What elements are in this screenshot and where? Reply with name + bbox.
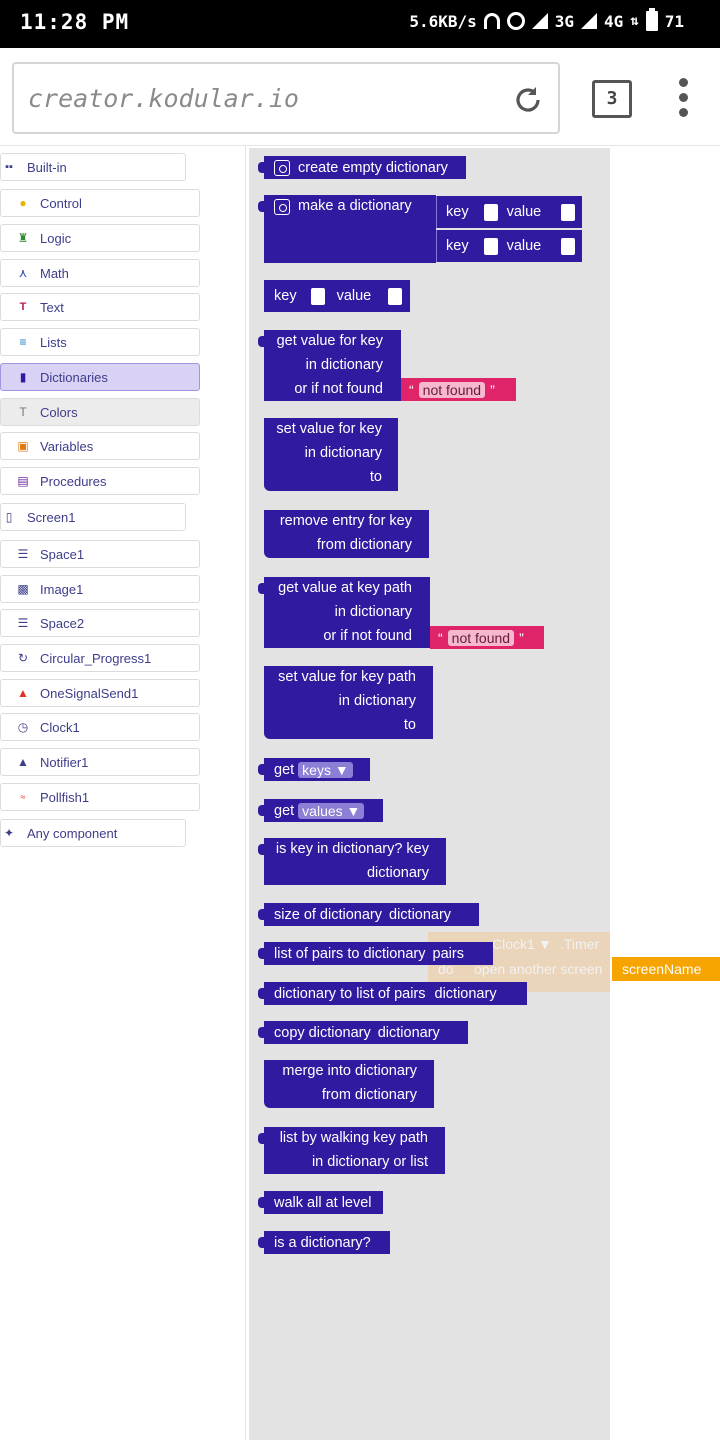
block-dictionary-to-list-of-pairs[interactable]: dictionary to list of pairs dictionary: [258, 982, 527, 1005]
image-icon: ▩: [17, 582, 29, 596]
procedures-icon: ▤: [17, 474, 29, 488]
block-set-value-for-key[interactable]: set value for key in dictionary to: [264, 418, 398, 491]
sidebar-any-component[interactable]: ✦ Any component: [0, 819, 186, 847]
lists-icon: ≡: [19, 335, 27, 349]
logic-icon: ♜: [17, 231, 29, 245]
stopwatch-icon: ◷: [17, 720, 29, 734]
keys-dropdown[interactable]: keys ▼: [298, 761, 353, 778]
block-pair-2[interactable]: key value: [436, 230, 582, 262]
url-text: creator.kodular.io: [28, 84, 299, 113]
bell-icon: ▲: [17, 755, 29, 769]
sidebar-item-dictionaries[interactable]: ▮ Dictionaries: [0, 363, 200, 391]
phone-icon: ▯: [5, 510, 13, 524]
block-pair-1[interactable]: key value: [436, 196, 582, 228]
onesignal-bell-icon: ▲: [17, 686, 29, 700]
signal-icon-2: [581, 13, 598, 29]
block-create-empty-dictionary[interactable]: create empty dictionary: [258, 156, 466, 179]
space-icon: ☰: [17, 547, 29, 561]
block-copy-dictionary[interactable]: copy dictionary dictionary: [258, 1021, 468, 1044]
sidebar-component-space2[interactable]: ☰ Space2: [0, 609, 200, 637]
block-get-value-for-key[interactable]: get value for key in dictionary or if no…: [258, 330, 401, 401]
variables-icon: ▣: [17, 439, 29, 453]
space-icon-2: ☰: [17, 616, 29, 630]
sidebar-screen-header[interactable]: ▯ Screen1: [0, 503, 186, 531]
grid-icon: ▪▪: [5, 161, 13, 173]
status-bar: 11:28 PM 5.6KB/s 3G 4G ⇅ 71: [0, 0, 720, 48]
block-is-a-dictionary[interactable]: is a dictionary?: [258, 1231, 390, 1254]
values-dropdown[interactable]: values ▼: [298, 802, 365, 819]
sidebar-component-pollfish1[interactable]: ≈ Pollfish1: [0, 783, 200, 811]
alarm-icon: [506, 12, 525, 30]
math-icon: ⋏: [18, 266, 28, 280]
sidebar-component-space1[interactable]: ☰ Space1: [0, 540, 200, 568]
sidebar-component-onesignalsend1[interactable]: ▲ OneSignalSend1: [0, 679, 200, 707]
data-arrows-icon: ⇅: [630, 13, 639, 29]
pollfish-icon: ≈: [20, 792, 26, 802]
sidebar-item-colors[interactable]: T Colors: [0, 398, 200, 426]
signal-icon: [531, 13, 548, 29]
block-list-by-walking-key-path[interactable]: list by walking key path in dictionary o…: [258, 1127, 445, 1174]
battery-level: 71: [664, 11, 684, 31]
menu-kebab-icon[interactable]: [678, 78, 690, 122]
blocks-sidebar: ▪▪ Built-in ● Control ♜ Logic ⋏ Math T T…: [0, 146, 246, 1440]
block-key-value-pair[interactable]: key value: [264, 280, 410, 312]
block-get-value-at-key-path[interactable]: get value at key path in dictionary or i…: [258, 577, 430, 648]
control-icon: ●: [19, 196, 27, 210]
battery-icon: [645, 8, 658, 31]
sidebar-component-clock1[interactable]: ◷ Clock1: [0, 713, 200, 741]
paint-roller-icon: T: [19, 405, 27, 419]
sidebar-item-logic[interactable]: ♜ Logic: [0, 224, 200, 252]
screen-name-socket-block[interactable]: screenName: [612, 957, 720, 981]
sparkle-icon: ✦: [3, 826, 15, 840]
block-walk-all-at-level[interactable]: walk all at level: [258, 1191, 383, 1214]
sidebar-item-procedures[interactable]: ▤ Procedures: [0, 467, 200, 495]
browser-toolbar: creator.kodular.io 3: [0, 48, 720, 146]
progress-icon: ↻: [17, 651, 29, 665]
sidebar-item-math[interactable]: ⋏ Math: [0, 259, 200, 287]
sidebar-item-text[interactable]: T Text: [0, 293, 200, 321]
status-time: 11:28 PM: [20, 10, 130, 34]
network-3g: 3G: [554, 11, 575, 31]
block-string-not-found-2[interactable]: “ not found ”: [430, 626, 544, 649]
tab-switcher-button[interactable]: 3: [592, 80, 632, 118]
block-make-a-dictionary[interactable]: make a dictionary: [258, 195, 436, 263]
block-is-key-in-dictionary[interactable]: is key in dictionary? key dictionary: [258, 838, 446, 885]
sidebar-component-circular-progress1[interactable]: ↻ Circular_Progress1: [0, 644, 200, 672]
url-bar[interactable]: creator.kodular.io: [12, 62, 560, 134]
gear-icon-2[interactable]: [274, 199, 290, 215]
sidebar-item-lists[interactable]: ≡ Lists: [0, 328, 200, 356]
block-string-not-found[interactable]: “ not found ”: [401, 378, 516, 401]
block-size-of-dictionary[interactable]: size of dictionary dictionary: [258, 903, 479, 926]
block-merge-into-dictionary[interactable]: merge into dictionary from dictionary: [264, 1060, 434, 1108]
text-icon: T: [19, 301, 27, 313]
status-icons: 5.6KB/s 3G 4G ⇅ 71: [409, 8, 684, 31]
block-list-of-pairs-to-dictionary[interactable]: list of pairs to dictionary pairs: [258, 942, 493, 965]
sidebar-component-image1[interactable]: ▩ Image1: [0, 575, 200, 603]
sidebar-builtin-header[interactable]: ▪▪ Built-in: [0, 153, 186, 181]
sidebar-component-notifier1[interactable]: ▲ Notifier1: [0, 748, 200, 776]
block-remove-entry-for-key[interactable]: remove entry for key from dictionary: [264, 510, 429, 558]
sidebar-item-variables[interactable]: ▣ Variables: [0, 432, 200, 460]
block-get-keys[interactable]: get keys ▼: [258, 758, 370, 781]
network-speed: 5.6KB/s: [409, 11, 477, 31]
network-4g: 4G: [604, 11, 624, 31]
reload-icon[interactable]: [512, 84, 544, 116]
block-set-value-for-key-path[interactable]: set value for key path in dictionary to: [264, 666, 433, 739]
gear-icon[interactable]: [274, 159, 290, 176]
book-icon: ▮: [19, 370, 27, 384]
headphones-icon: [483, 13, 500, 29]
block-get-values[interactable]: get values ▼: [258, 799, 383, 822]
sidebar-item-control[interactable]: ● Control: [0, 189, 200, 217]
